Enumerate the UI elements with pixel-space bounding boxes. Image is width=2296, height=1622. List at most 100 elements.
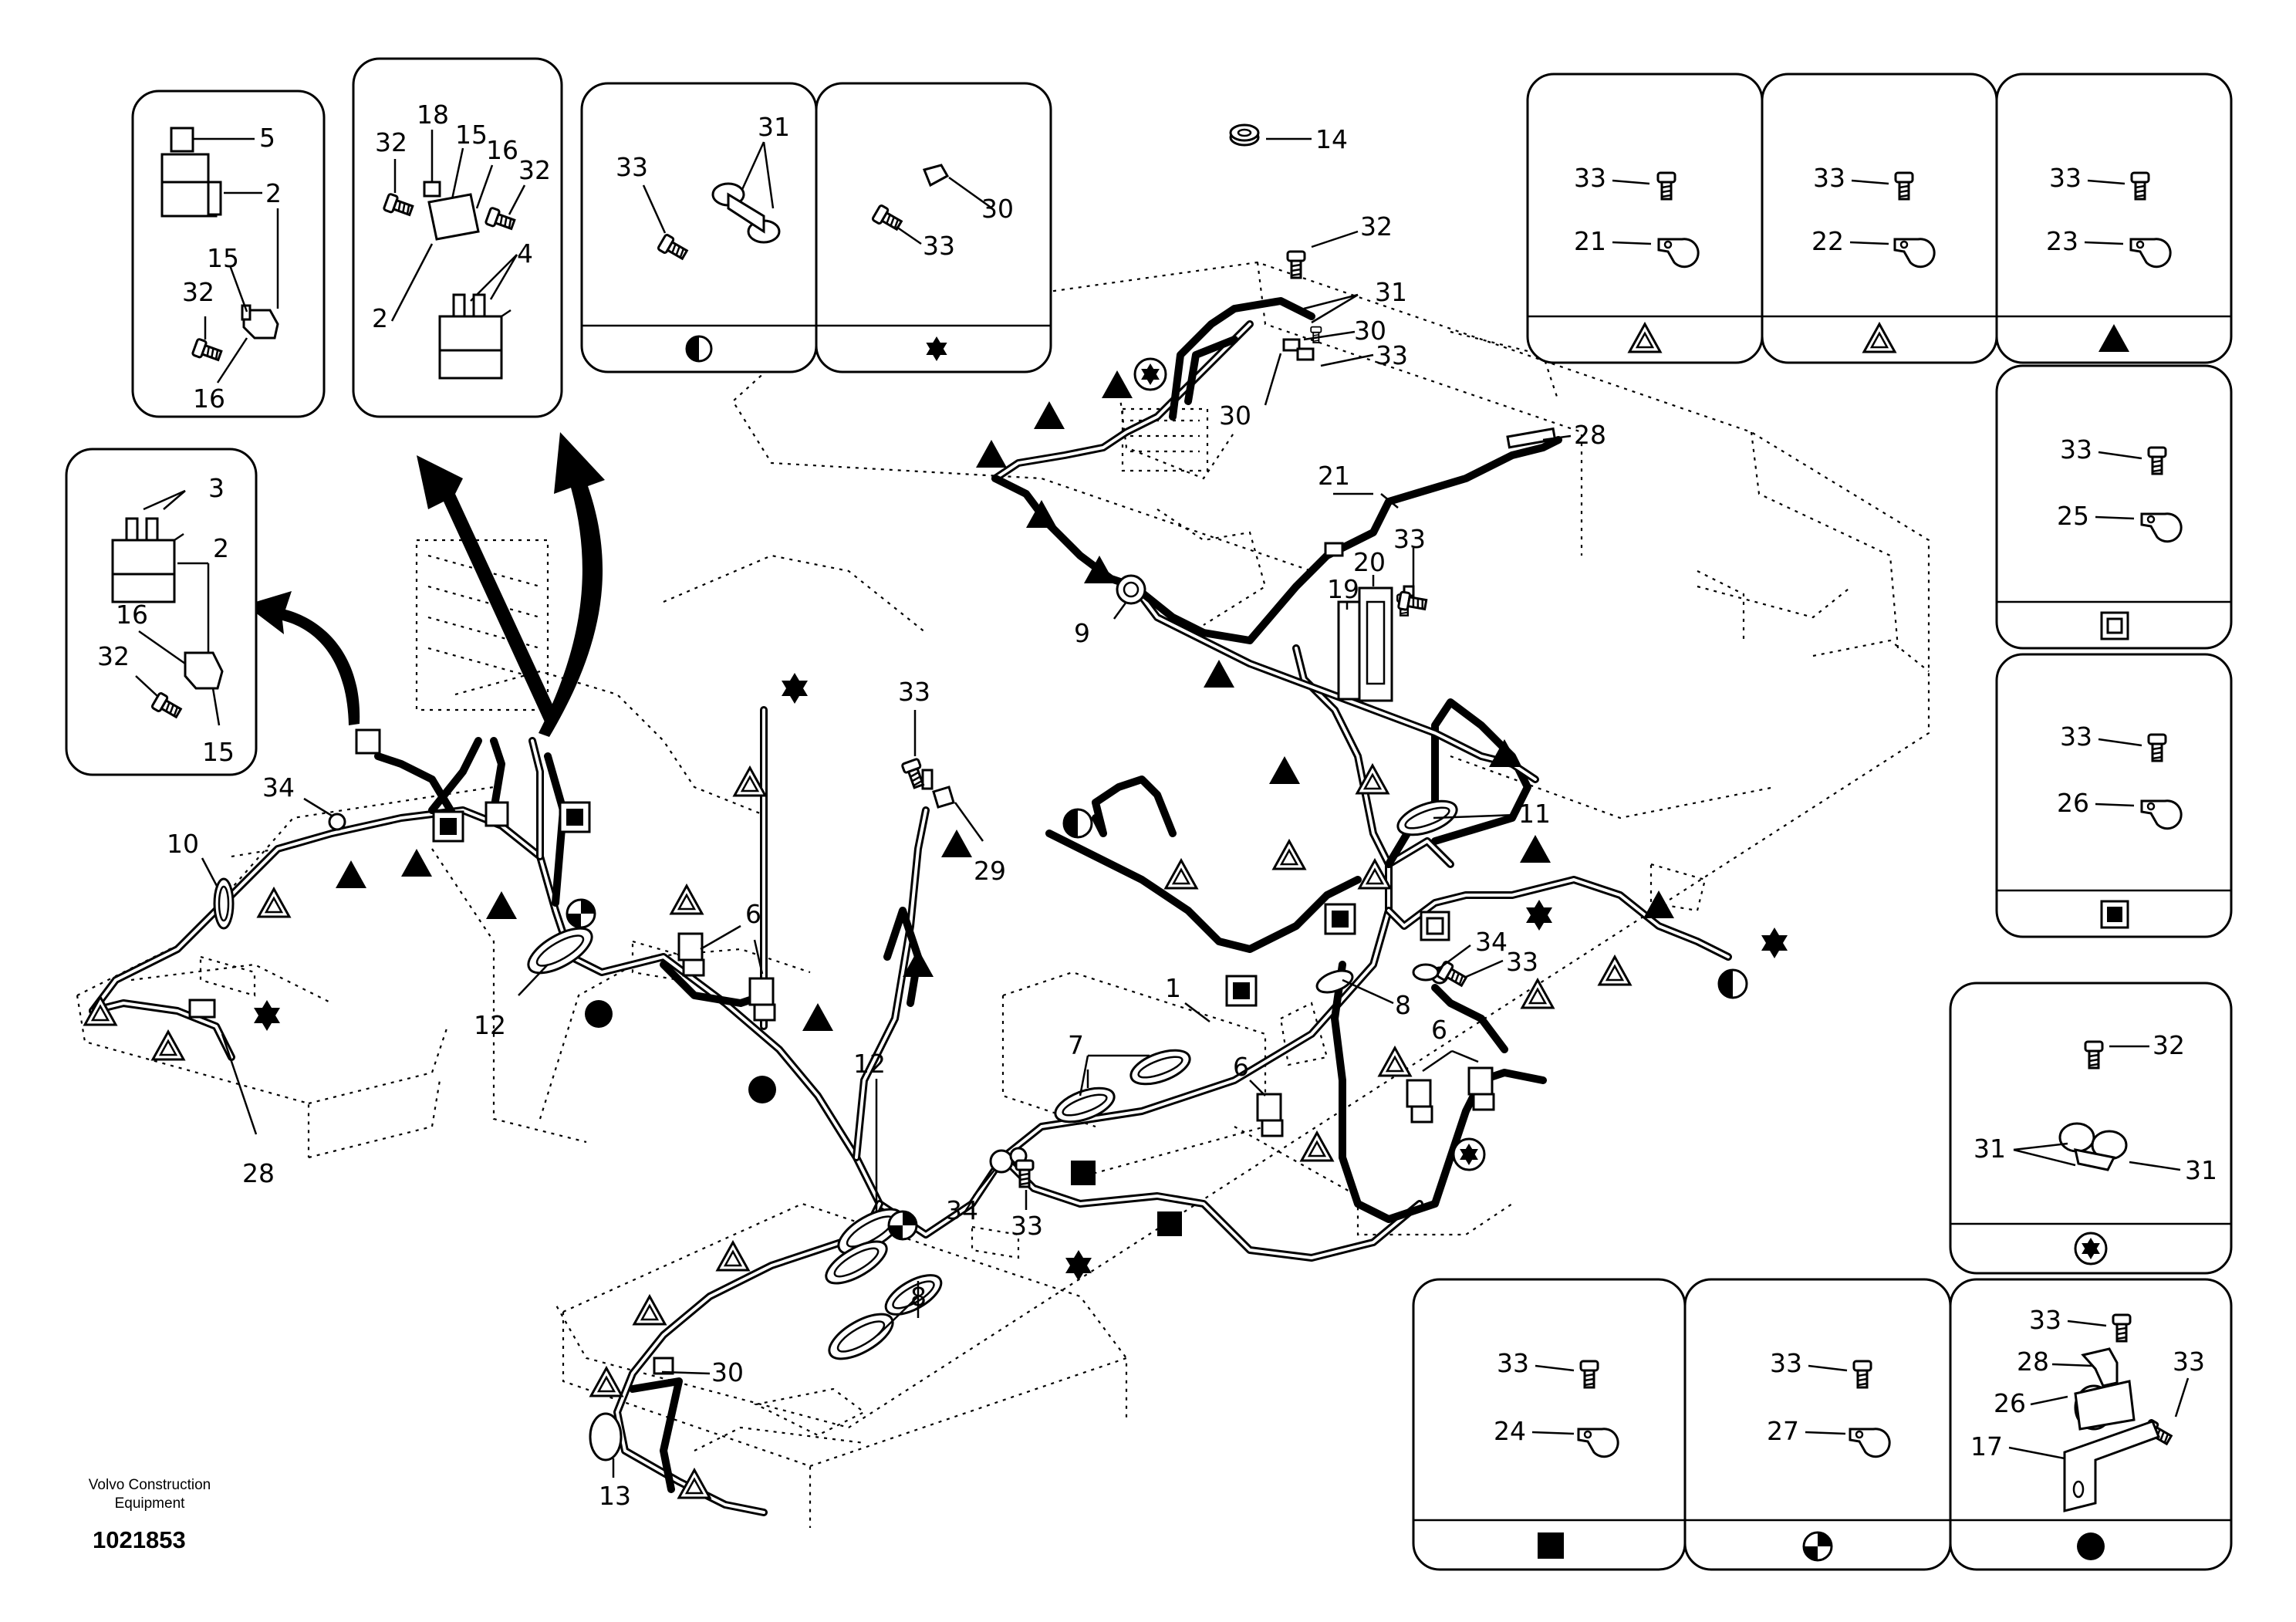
svg-text:33: 33 xyxy=(2060,434,2092,465)
callout-33-c: 33 xyxy=(1506,947,1538,977)
svg-text:15: 15 xyxy=(202,737,235,767)
svg-text:25: 25 xyxy=(2057,501,2089,531)
callouts: 14 32 31 30 33 30 28 21 33 20 19 9 11 34… xyxy=(167,124,1606,1511)
callout-14: 14 xyxy=(1315,124,1348,154)
direction-arrows xyxy=(245,432,605,737)
svg-text:30: 30 xyxy=(981,194,1014,224)
callout-29: 29 xyxy=(974,856,1006,886)
grommets xyxy=(213,123,1458,1461)
svg-text:27: 27 xyxy=(1767,1416,1799,1446)
svg-text:15: 15 xyxy=(455,120,488,150)
svg-text:32: 32 xyxy=(518,155,551,185)
detail-clamp-21: 33 21 xyxy=(1526,73,1764,364)
svg-text:33: 33 xyxy=(2060,721,2092,752)
svg-text:24: 24 xyxy=(1494,1416,1526,1446)
callout-6-mid: 6 xyxy=(1233,1052,1249,1082)
svg-text:18: 18 xyxy=(417,100,449,130)
svg-text:2: 2 xyxy=(213,533,229,563)
detail-clamp-24: 33 24 xyxy=(1412,1278,1687,1571)
svg-text:16: 16 xyxy=(116,600,148,630)
half-circle-markers xyxy=(1062,808,1748,999)
company-name-line2: Equipment xyxy=(115,1495,186,1512)
svg-text:5: 5 xyxy=(259,123,275,153)
svg-text:23: 23 xyxy=(2046,226,2078,256)
svg-text:26: 26 xyxy=(2057,788,2089,818)
square-filled-markers xyxy=(432,801,1356,1236)
svg-text:17: 17 xyxy=(1970,1431,2003,1461)
callout-33-a: 33 xyxy=(1376,340,1408,370)
svg-text:32: 32 xyxy=(182,277,214,307)
svg-text:26: 26 xyxy=(1994,1388,2026,1418)
callout-31: 31 xyxy=(1375,277,1407,307)
callout-12-mid: 12 xyxy=(853,1049,886,1079)
callout-33-e: 33 xyxy=(898,677,930,707)
callout-30-lower: 30 xyxy=(711,1357,744,1387)
svg-text:32: 32 xyxy=(97,641,130,671)
svg-text:2: 2 xyxy=(265,178,282,208)
callout-34-mid: 34 xyxy=(946,1195,978,1225)
quartered-circle-markers xyxy=(566,898,918,1241)
svg-text:33: 33 xyxy=(2029,1305,2061,1335)
harness-components xyxy=(188,326,1557,1375)
star-circle-markers xyxy=(1133,357,1486,1171)
callout-32: 32 xyxy=(1360,211,1393,242)
svg-text:31: 31 xyxy=(2185,1155,2217,1185)
svg-text:21: 21 xyxy=(1574,226,1606,256)
svg-text:22: 22 xyxy=(1811,226,1844,256)
callout-34-right: 34 xyxy=(1475,927,1508,957)
callout-28-top: 28 xyxy=(1574,420,1606,450)
drawing-footer: Volvo Construction Equipment 1021853 xyxy=(89,1477,211,1553)
callout-28-left: 28 xyxy=(242,1158,275,1188)
svg-text:31: 31 xyxy=(758,112,790,142)
svg-text:33: 33 xyxy=(2049,163,2082,193)
svg-text:16: 16 xyxy=(193,384,225,414)
svg-text:33: 33 xyxy=(1497,1348,1529,1378)
detail-clamp-31: 32 31 31 xyxy=(1949,982,2233,1275)
callout-33-d: 33 xyxy=(1011,1211,1043,1241)
svg-text:31: 31 xyxy=(1974,1134,2006,1164)
svg-text:33: 33 xyxy=(1770,1348,1802,1378)
svg-text:4: 4 xyxy=(517,238,533,269)
callout-21: 21 xyxy=(1318,461,1350,491)
callout-8-lower: 8 xyxy=(910,1282,927,1312)
callout-33-b: 33 xyxy=(1393,524,1426,554)
harness-markers xyxy=(85,357,1788,1498)
detail-relay-b: 18 15 16 32 32 4 2 xyxy=(352,57,563,418)
svg-text:32: 32 xyxy=(375,127,407,157)
detail-relay-c: 3 2 16 32 15 xyxy=(65,448,258,776)
detail-clamp-26: 33 26 xyxy=(1995,653,2233,938)
callout-30-a: 30 xyxy=(1354,316,1386,346)
svg-text:33: 33 xyxy=(616,152,648,182)
callout-19: 19 xyxy=(1327,574,1359,604)
callout-8-right: 8 xyxy=(1395,990,1411,1020)
callout-6-left: 6 xyxy=(745,899,761,929)
detail-clamp-half-circle: 31 33 xyxy=(580,82,818,373)
callout-12-left: 12 xyxy=(474,1010,506,1040)
svg-text:32: 32 xyxy=(2152,1030,2185,1060)
detail-clamp-23: 33 23 xyxy=(1995,73,2233,364)
callout-6-right: 6 xyxy=(1431,1015,1447,1045)
detail-relay-a: 5 2 15 32 16 xyxy=(131,90,326,418)
square-outline-marker xyxy=(1420,911,1450,941)
svg-text:15: 15 xyxy=(207,243,239,273)
callout-10: 10 xyxy=(167,829,199,859)
callout-20: 20 xyxy=(1353,547,1386,577)
callout-30-b: 30 xyxy=(1219,400,1251,431)
company-name-line1: Volvo Construction xyxy=(89,1477,211,1493)
svg-text:3: 3 xyxy=(208,473,225,503)
detail-clamp-25: 33 25 xyxy=(1995,364,2233,650)
drawing-number: 1021853 xyxy=(93,1526,186,1553)
svg-text:33: 33 xyxy=(1813,163,1845,193)
callout-7: 7 xyxy=(1068,1030,1084,1060)
detail-clamp-22: 33 22 xyxy=(1761,73,1998,364)
svg-text:33: 33 xyxy=(2173,1347,2205,1377)
callout-9: 9 xyxy=(1074,618,1090,648)
svg-text:16: 16 xyxy=(486,135,518,165)
detail-bracket-17: 33 28 26 33 17 xyxy=(1949,1278,2233,1571)
svg-text:33: 33 xyxy=(1574,163,1606,193)
detail-clamp-27: 33 27 xyxy=(1683,1278,1952,1571)
callout-11: 11 xyxy=(1518,799,1551,829)
callout-34-left: 34 xyxy=(262,772,295,803)
svg-text:28: 28 xyxy=(2017,1347,2049,1377)
svg-text:33: 33 xyxy=(923,231,955,261)
